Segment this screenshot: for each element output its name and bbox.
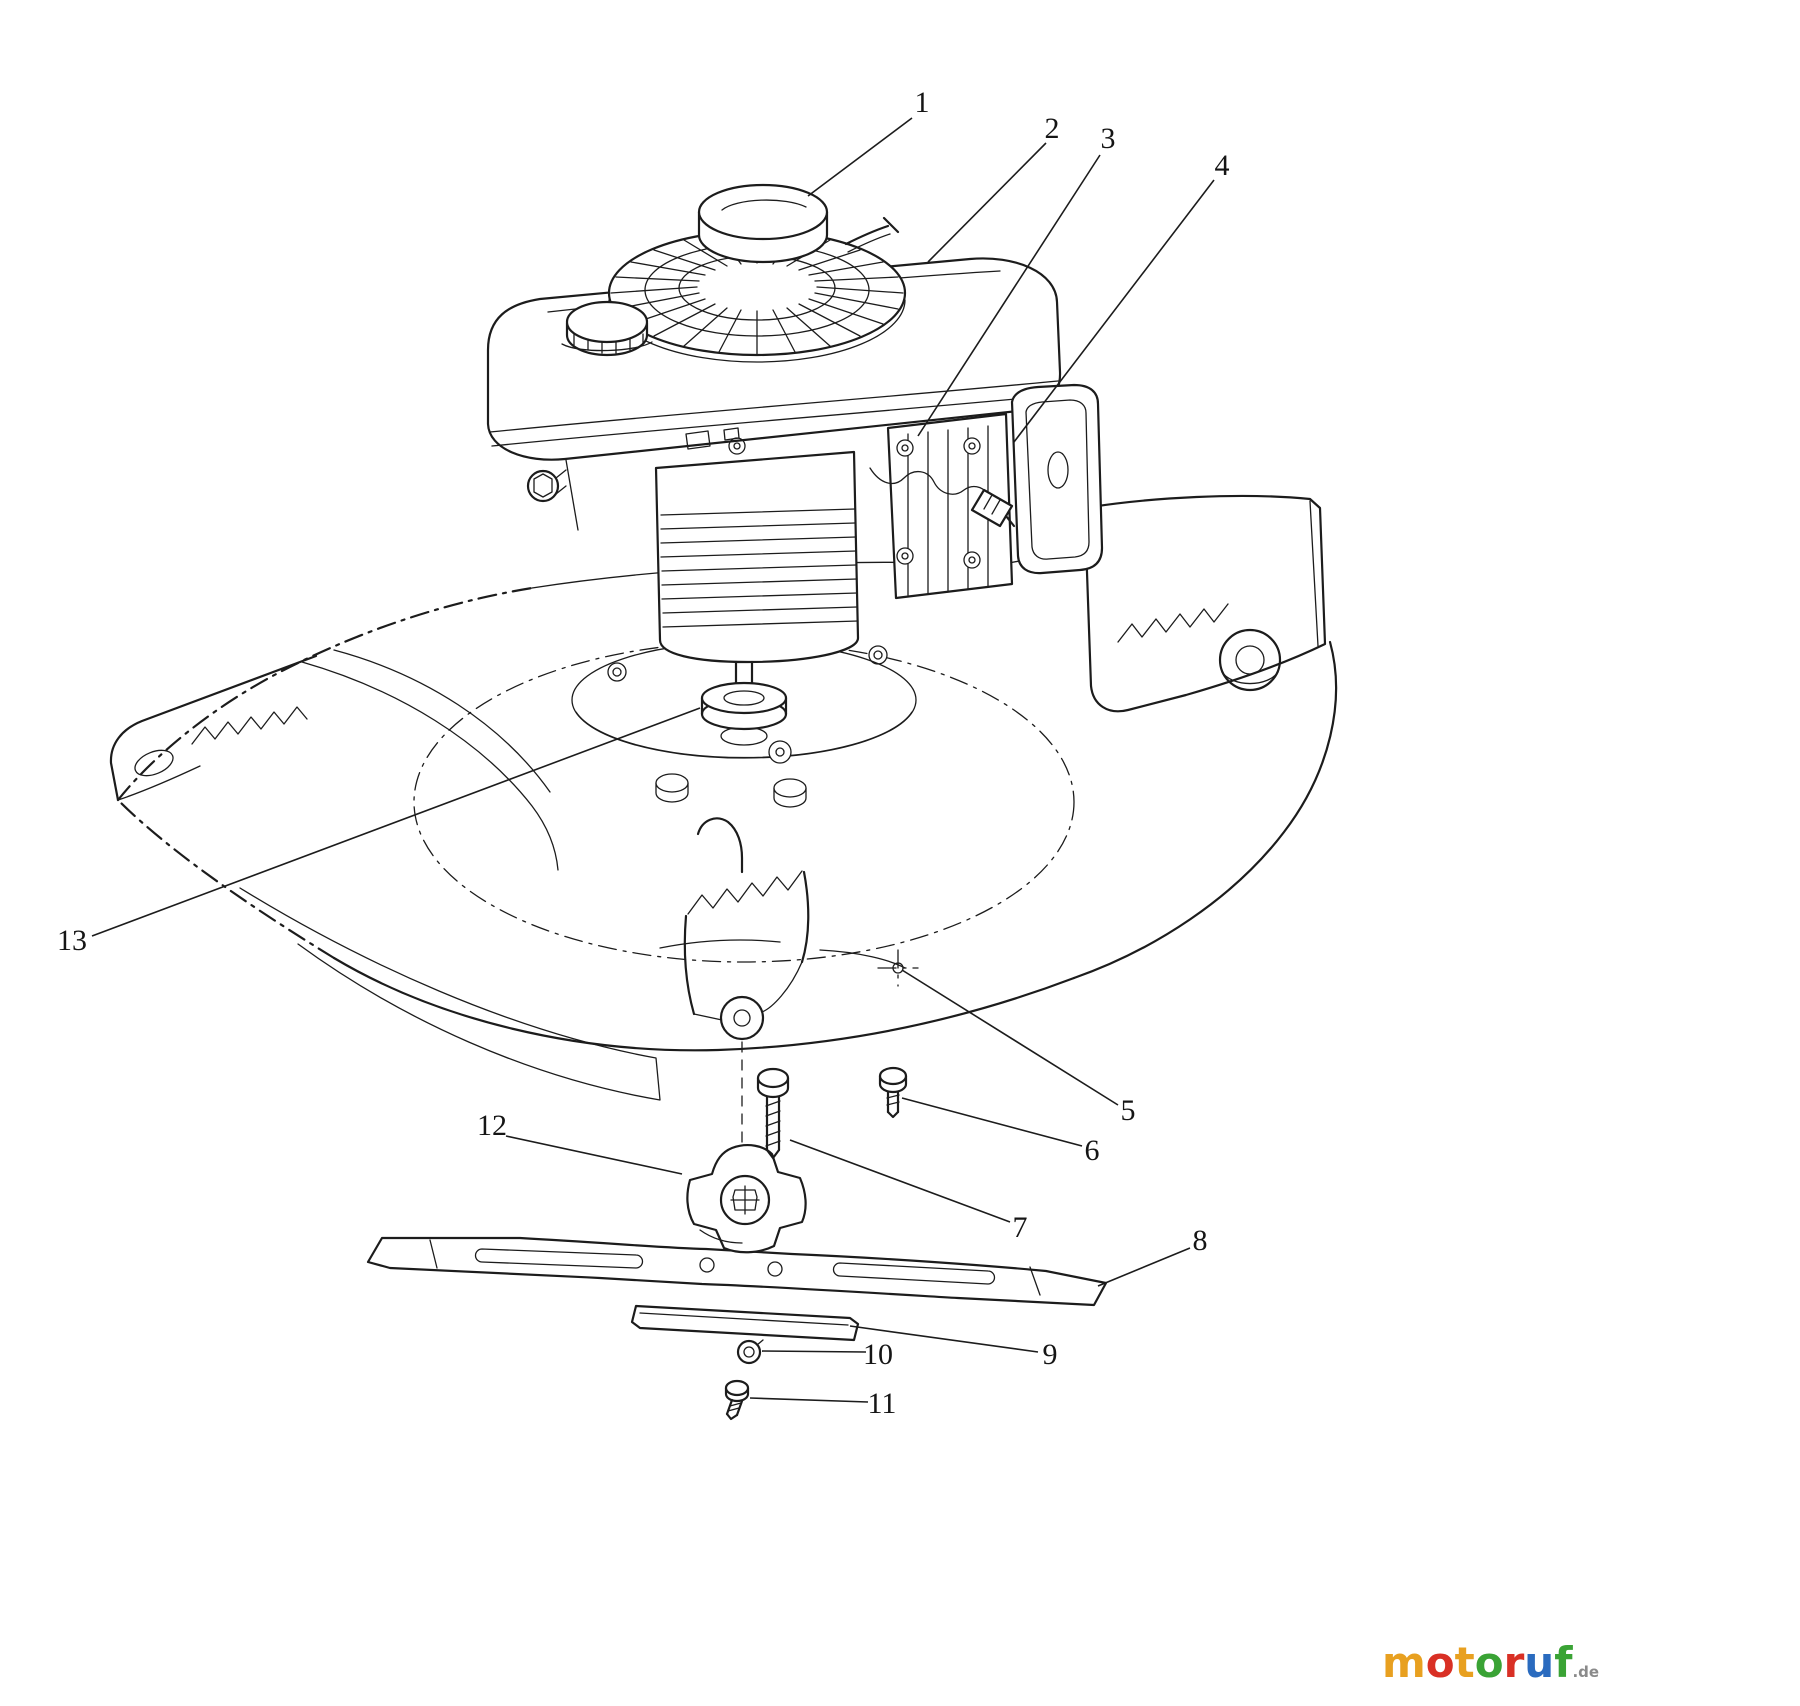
deck-screw: [878, 1066, 908, 1119]
deck-bosses: [607, 645, 919, 987]
deck-crease-1: [301, 661, 559, 871]
watermark-letter: t: [1454, 1638, 1475, 1687]
left-hex-fitting: [526, 469, 567, 503]
leader-line-4: [1013, 179, 1215, 443]
cooling-fins: [660, 508, 859, 628]
deck-crease-2: [333, 649, 551, 793]
leader-line-10: [761, 1350, 867, 1353]
watermark-letter: m: [1382, 1638, 1426, 1687]
callout-1: 1: [915, 86, 930, 119]
leader-line-1: [807, 117, 913, 197]
callout-numbers: 1 2 3 4 5 6 7 8 9 10 11 12 13: [57, 86, 1230, 1420]
deck-outline-right: [1072, 640, 1338, 980]
deck-seam-left: [659, 939, 781, 949]
callout-8: 8: [1193, 1224, 1208, 1257]
spark-plug-wire: [869, 467, 1016, 528]
blade-details: [429, 1239, 1041, 1296]
leader-line-12: [505, 1135, 683, 1175]
deck-inner-phantom-ellipse: [413, 641, 1075, 963]
leader-line-3: [917, 154, 1101, 437]
callout-7: 7: [1013, 1211, 1028, 1244]
lock-washer: [736, 1339, 764, 1365]
callout-2: 2: [1045, 112, 1060, 145]
crankcase-side: [565, 459, 579, 531]
deck-seam-right: [819, 949, 906, 969]
left-handle-bracket: [109, 654, 318, 802]
cylinder-block: [654, 450, 860, 664]
watermark-suffix: .de: [1572, 1663, 1600, 1681]
leader-line-2: [927, 142, 1047, 263]
blade: [366, 1236, 1108, 1307]
oil-fill-cap: [561, 300, 653, 357]
carb-linkage-details: [685, 427, 746, 455]
callout-4: 4: [1215, 149, 1230, 182]
starter-rope: [844, 216, 900, 253]
right-handle-bracket: [1084, 494, 1327, 713]
watermark-letter: o: [1425, 1638, 1455, 1687]
blade-stiffener: [630, 1304, 860, 1342]
leader-line-11: [749, 1397, 869, 1403]
mower-deck: [109, 494, 1338, 1101]
tank-seam-1: [489, 380, 1059, 433]
callout-9: 9: [1043, 1338, 1058, 1371]
engine-assembly: [486, 183, 1104, 764]
leader-line-9: [849, 1325, 1039, 1353]
watermark-logo[interactable]: motoruf.de: [1382, 1638, 1599, 1687]
small-bolt: [724, 1379, 750, 1421]
heat-shield: [886, 412, 1014, 600]
leader-line-13: [91, 707, 701, 937]
leader-line-8: [1097, 1247, 1191, 1287]
deck-outline-left: [116, 586, 534, 802]
tank-seam-2: [491, 394, 1060, 447]
callout-3: 3: [1101, 122, 1116, 155]
callout-11: 11: [868, 1387, 897, 1420]
blade-driver: [686, 1144, 807, 1254]
fuel-tank-cap: [697, 183, 829, 264]
callout-13: 13: [57, 924, 87, 957]
leader-line-6: [901, 1097, 1083, 1147]
blade-bolt: [756, 1067, 790, 1160]
shield-bolts: [896, 437, 981, 569]
callout-5: 5: [1121, 1094, 1136, 1127]
deck-outline-bottom: [332, 956, 1076, 1052]
muffler: [1010, 383, 1104, 575]
blade-assembly: [366, 1041, 1108, 1421]
recoil-starter-dome: [607, 229, 907, 363]
callout-12: 12: [477, 1109, 507, 1142]
deck-outline-left-bottom: [116, 798, 336, 960]
deck-front-skirt: [239, 887, 661, 1101]
callout-6: 6: [1085, 1134, 1100, 1167]
leader-line-7: [789, 1139, 1011, 1223]
watermark-letter: r: [1503, 1638, 1525, 1687]
watermark-letter: f: [1554, 1638, 1573, 1687]
center-bracket: [683, 817, 810, 1041]
leader-lines: [91, 117, 1215, 1403]
crankshaft-pulley: [700, 660, 792, 764]
watermark-letter: o: [1474, 1638, 1504, 1687]
watermark-letter: u: [1524, 1638, 1555, 1687]
callout-10: 10: [863, 1338, 893, 1371]
leader-line-5: [901, 969, 1119, 1106]
